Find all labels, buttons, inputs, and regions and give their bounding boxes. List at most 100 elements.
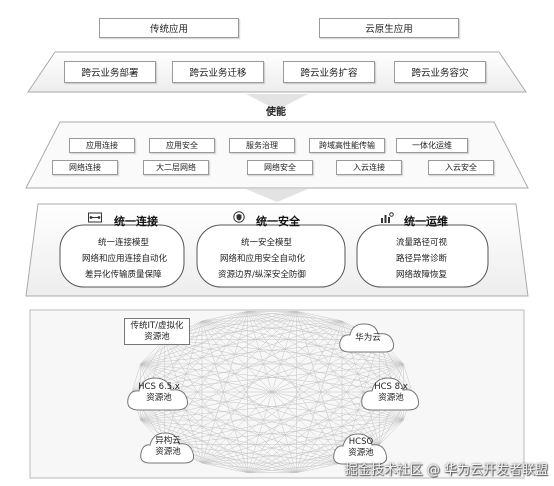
mesh-line bbox=[201, 320, 248, 473]
pool-hcso-line-1: HCSO bbox=[348, 437, 374, 447]
mesh-line bbox=[140, 419, 343, 464]
mesh-line bbox=[164, 320, 203, 445]
pool-hcs8: HCS 8.x 资源池 bbox=[358, 370, 424, 414]
mesh-line bbox=[131, 363, 141, 393]
mesh-line bbox=[247, 311, 404, 365]
pool-hcs8-line-2: 资源池 bbox=[378, 393, 404, 403]
ops-icon bbox=[381, 212, 394, 223]
enable-l2-network: 大二层网络 bbox=[143, 160, 209, 175]
mesh-line bbox=[131, 363, 404, 393]
mesh-line bbox=[164, 311, 248, 445]
panel-security-line-2: 网络和应用安全自动化 bbox=[220, 254, 306, 264]
mesh-line bbox=[247, 310, 343, 322]
mesh-line bbox=[164, 320, 343, 340]
mesh-line bbox=[403, 363, 413, 393]
pool-legacy-line-2: 资源池 bbox=[144, 332, 170, 342]
mesh-line bbox=[164, 339, 404, 365]
security-icon bbox=[233, 211, 245, 223]
arrow-to-unified bbox=[246, 189, 308, 202]
pool-huawei-label: 华为云 bbox=[355, 333, 381, 343]
mesh-line bbox=[201, 311, 248, 322]
mesh-line bbox=[140, 320, 343, 365]
cross-cloud-migrate: 跨云业务迁移 bbox=[172, 61, 264, 83]
arrow-to-enable bbox=[246, 94, 308, 110]
mesh-line bbox=[131, 320, 343, 393]
mesh-line bbox=[201, 419, 404, 464]
enable-app-security: 应用安全 bbox=[149, 138, 215, 153]
cloud-icon bbox=[333, 433, 388, 465]
mesh-line bbox=[201, 339, 380, 464]
pool-hcs65-line-2: 资源池 bbox=[146, 393, 172, 403]
mesh-line bbox=[164, 363, 404, 445]
mesh-line bbox=[201, 311, 248, 464]
panel-security-line-3: 资源边界/纵深安全防御 bbox=[218, 270, 306, 280]
panel-connect-line-1: 统一连接模型 bbox=[98, 238, 150, 248]
watermark: 掘金技术社区 @ 华为云开发者联盟 bbox=[344, 463, 548, 478]
enable-service-governance: 服务治理 bbox=[229, 138, 295, 153]
mesh-line bbox=[140, 419, 248, 473]
panel-connect-box bbox=[59, 224, 185, 288]
pool-hcs8-line-1: HCS 8.x bbox=[374, 382, 408, 392]
mesh-line bbox=[296, 311, 343, 464]
mesh-line bbox=[201, 311, 297, 464]
resource-platform bbox=[29, 309, 525, 479]
mesh-line bbox=[201, 462, 248, 473]
cloud-icon bbox=[140, 432, 195, 464]
pool-legacy-it: 传统IT/虚拟化 资源池 bbox=[124, 318, 190, 345]
enable-network-security: 网络安全 bbox=[247, 160, 313, 175]
mesh-line bbox=[140, 363, 404, 421]
enable-high-perf-transfer: 跨域高性能传输 bbox=[309, 138, 385, 153]
cross-cloud-scale: 跨云业务扩容 bbox=[283, 61, 375, 83]
panel-ops-line-3: 网络故障恢复 bbox=[396, 270, 448, 280]
enable-title: 使能 bbox=[266, 107, 286, 118]
mesh-line bbox=[201, 363, 404, 464]
mesh-line bbox=[201, 310, 297, 322]
pool-legacy-line-1: 传统IT/虚拟化 bbox=[130, 321, 184, 331]
mesh-line bbox=[140, 311, 297, 365]
pool-hetero-line-2: 资源池 bbox=[155, 447, 181, 457]
mesh-line bbox=[164, 339, 413, 393]
mesh-line bbox=[296, 320, 343, 473]
mesh-line bbox=[131, 339, 165, 393]
pool-hcso: HCSO 资源池 bbox=[330, 426, 392, 468]
mesh-line bbox=[296, 462, 343, 473]
cross-cloud-deploy: 跨云业务部署 bbox=[64, 61, 156, 83]
enable-network-connect: 网络连接 bbox=[52, 160, 118, 175]
pool-hetero: 异构云 资源池 bbox=[137, 425, 199, 467]
mesh-line bbox=[296, 339, 380, 473]
cloud-icon bbox=[361, 377, 419, 411]
mesh-line bbox=[247, 320, 343, 473]
panel-security-box bbox=[196, 224, 346, 288]
panel-connect-line-2: 网络和应用连接自动化 bbox=[82, 254, 168, 264]
app-cloud-native: 云原生应用 bbox=[319, 18, 459, 38]
enable-app-connect: 应用连接 bbox=[69, 138, 135, 153]
panel-connect-title: 统一连接 bbox=[114, 215, 158, 228]
mesh-line bbox=[164, 311, 297, 445]
mesh-line bbox=[247, 311, 380, 445]
pool-hcso-line-2: 资源池 bbox=[348, 448, 374, 458]
mesh-line bbox=[131, 320, 203, 393]
panel-connect-line-3: 差异化传输质量保障 bbox=[85, 270, 162, 280]
connect-icon bbox=[88, 212, 102, 223]
enable-cloud-access-security: 入云安全 bbox=[428, 160, 494, 175]
pool-hcs65-line-1: HCS 6.5.x bbox=[138, 382, 180, 392]
mesh-line bbox=[140, 363, 343, 464]
mesh-line bbox=[140, 311, 248, 365]
pool-hetero-line-1: 异构云 bbox=[155, 436, 181, 446]
mesh-line bbox=[247, 339, 380, 473]
cloud-icon bbox=[339, 323, 395, 353]
panel-ops-line-1: 流量路径可视 bbox=[396, 238, 448, 248]
panel-security-line-1: 统一安全模型 bbox=[241, 238, 293, 248]
mesh-line bbox=[379, 419, 404, 445]
pool-hcs65: HCS 6.5.x 资源池 bbox=[124, 370, 194, 414]
cloud-icon bbox=[127, 377, 188, 411]
enable-cloud-access: 入云连接 bbox=[336, 160, 402, 175]
mesh-line bbox=[164, 320, 343, 445]
cross-cloud-dr: 跨云业务容灾 bbox=[394, 61, 486, 83]
mesh-line bbox=[164, 339, 297, 473]
app-traditional: 传统应用 bbox=[99, 18, 239, 38]
panel-security-title: 统一安全 bbox=[256, 215, 300, 228]
mesh-line bbox=[296, 311, 343, 322]
panel-ops-line-2: 路径异常诊断 bbox=[396, 254, 448, 264]
